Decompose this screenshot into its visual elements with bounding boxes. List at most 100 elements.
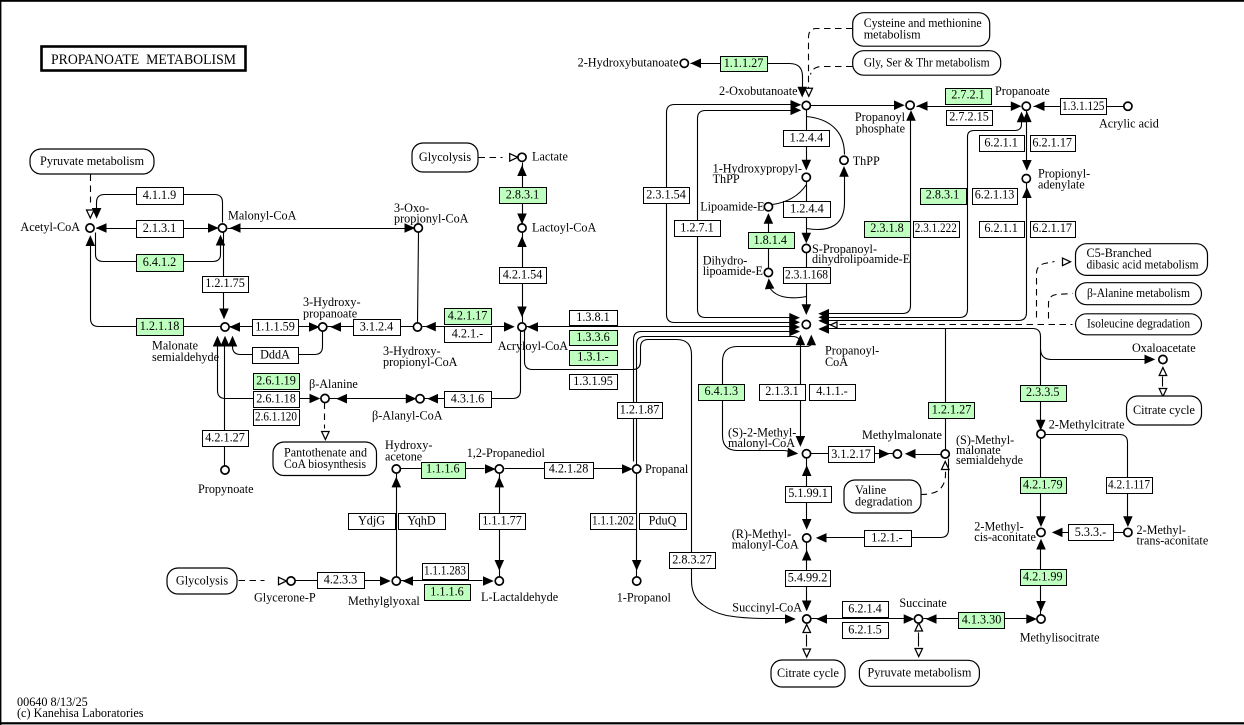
- svg-text:degradation: degradation: [855, 495, 913, 509]
- svg-text:4.2.1.99: 4.2.1.99: [1023, 569, 1063, 583]
- svg-text:Acrylic acid: Acrylic acid: [1099, 116, 1159, 130]
- svg-text:1.3.1.95: 1.3.1.95: [573, 374, 613, 388]
- svg-text:3-Hydroxy-: 3-Hydroxy-: [303, 295, 361, 309]
- svg-text:propanoate: propanoate: [303, 306, 357, 320]
- svg-text:cis-aconitate: cis-aconitate: [974, 530, 1036, 544]
- svg-text:6.2.1.4: 6.2.1.4: [848, 601, 882, 615]
- svg-text:1.2.1.27: 1.2.1.27: [932, 402, 972, 416]
- svg-text:β-Alanyl-CoA: β-Alanyl-CoA: [372, 408, 443, 422]
- svg-text:Malonyl-CoA: Malonyl-CoA: [228, 208, 297, 222]
- svg-text:Glycolysis: Glycolysis: [176, 573, 228, 587]
- svg-text:1.1.1.6: 1.1.1.6: [430, 585, 464, 599]
- svg-text:DddA: DddA: [260, 347, 290, 361]
- svg-text:2.3.1.222: 2.3.1.222: [915, 221, 957, 235]
- svg-text:Acetyl-CoA: Acetyl-CoA: [20, 220, 80, 234]
- svg-text:1.1.1.27: 1.1.1.27: [724, 56, 764, 70]
- svg-text:C5-Branched: C5-Branched: [1087, 246, 1152, 260]
- svg-text:2.3.1.168: 2.3.1.168: [785, 267, 828, 281]
- svg-text:Pyruvate metabolism: Pyruvate metabolism: [40, 154, 145, 168]
- svg-text:CoA: CoA: [825, 355, 848, 369]
- svg-text:4.2.1.117: 4.2.1.117: [1108, 477, 1150, 491]
- svg-text:6.2.1.1: 6.2.1.1: [984, 135, 1018, 149]
- svg-text:2.8.3.27: 2.8.3.27: [672, 552, 712, 566]
- svg-text:1.2.1.87: 1.2.1.87: [620, 402, 660, 416]
- svg-text:2-Methylcitrate: 2-Methylcitrate: [1049, 417, 1125, 431]
- svg-text:Citrate cycle: Citrate cycle: [777, 666, 839, 680]
- svg-text:6.2.1.1: 6.2.1.1: [984, 221, 1018, 235]
- svg-text:1.8.1.4: 1.8.1.4: [753, 233, 787, 247]
- svg-text:Cysteine and methionine: Cysteine and methionine: [864, 16, 982, 30]
- svg-text:2.8.3.1: 2.8.3.1: [506, 187, 540, 201]
- svg-text:2.3.1.54: 2.3.1.54: [646, 187, 686, 201]
- svg-text:acetone: acetone: [385, 449, 422, 463]
- svg-text:CoA biosynthesis: CoA biosynthesis: [284, 457, 366, 471]
- svg-text:1.1.1.77: 1.1.1.77: [482, 513, 522, 527]
- svg-text:4.1.1.9: 4.1.1.9: [143, 188, 177, 202]
- svg-text:4.2.1.54: 4.2.1.54: [503, 267, 543, 281]
- svg-text:6.4.1.3: 6.4.1.3: [705, 384, 739, 398]
- svg-text:1.1.1.283: 1.1.1.283: [424, 563, 466, 577]
- svg-text:1.3.1.125: 1.3.1.125: [1062, 99, 1105, 113]
- svg-text:Methylglyoxal: Methylglyoxal: [348, 594, 420, 608]
- svg-text:2.6.1.120: 2.6.1.120: [255, 409, 297, 423]
- svg-text:1.1.1.59: 1.1.1.59: [255, 319, 295, 333]
- svg-text:6.4.1.2: 6.4.1.2: [143, 255, 177, 269]
- svg-text:Hydroxy-: Hydroxy-: [385, 438, 432, 452]
- svg-text:2.6.1.19: 2.6.1.19: [256, 373, 296, 387]
- svg-text:Propionyl-: Propionyl-: [1038, 166, 1090, 180]
- svg-text:Propanoate: Propanoate: [995, 84, 1050, 98]
- svg-text:1-Hydroxypropyl-: 1-Hydroxypropyl-: [713, 161, 802, 175]
- svg-text:Succinate: Succinate: [899, 596, 946, 610]
- svg-text:1.2.4.4: 1.2.4.4: [790, 201, 824, 215]
- svg-text:4.1.3.30: 4.1.3.30: [962, 613, 1002, 627]
- svg-text:trans-aconitate: trans-aconitate: [1137, 533, 1209, 547]
- svg-text:(R)-Methyl-: (R)-Methyl-: [732, 527, 792, 541]
- svg-text:2-Methyl-: 2-Methyl-: [1137, 523, 1186, 537]
- svg-text:4.2.1.27: 4.2.1.27: [205, 430, 245, 444]
- svg-text:4.2.3.3: 4.2.3.3: [324, 572, 358, 586]
- svg-text:Pantothenate and: Pantothenate and: [284, 445, 367, 459]
- svg-text:Pyruvate metabolism: Pyruvate metabolism: [867, 666, 972, 680]
- svg-text:2.7.2.15: 2.7.2.15: [949, 109, 989, 123]
- svg-text:Oxaloacetate: Oxaloacetate: [1132, 341, 1196, 355]
- svg-text:2.8.3.1: 2.8.3.1: [926, 188, 960, 202]
- svg-text:ThPP: ThPP: [853, 154, 880, 168]
- svg-text:Methylmalonate: Methylmalonate: [862, 428, 942, 442]
- svg-text:2.3.1.8: 2.3.1.8: [870, 221, 904, 235]
- svg-text:Succinyl-CoA: Succinyl-CoA: [732, 600, 802, 614]
- svg-text:1.1.1.202: 1.1.1.202: [592, 513, 634, 527]
- svg-text:3.1.2.4: 3.1.2.4: [360, 319, 394, 333]
- svg-text:Malonate: Malonate: [152, 338, 198, 352]
- svg-text:5.4.99.2: 5.4.99.2: [788, 570, 828, 584]
- svg-text:2-Methyl-: 2-Methyl-: [974, 519, 1023, 533]
- svg-text:6.2.1.5: 6.2.1.5: [848, 622, 882, 636]
- svg-text:2.7.2.1: 2.7.2.1: [951, 88, 985, 102]
- svg-text:metabolism: metabolism: [864, 28, 921, 42]
- svg-text:(S)-2-Methyl-: (S)-2-Methyl-: [728, 425, 796, 439]
- svg-text:Isoleucine degradation: Isoleucine degradation: [1087, 317, 1190, 331]
- svg-text:2.1.3.1: 2.1.3.1: [765, 384, 799, 398]
- svg-text:Propanoyl: Propanoyl: [855, 110, 906, 124]
- svg-text:β-Alanine: β-Alanine: [309, 377, 358, 391]
- svg-text:malonate: malonate: [956, 443, 1001, 457]
- svg-text:propionyl-CoA: propionyl-CoA: [383, 355, 458, 369]
- svg-text:3-Hydroxy-: 3-Hydroxy-: [383, 344, 441, 358]
- svg-text:Lactate: Lactate: [532, 149, 568, 163]
- svg-text:1.2.1.75: 1.2.1.75: [205, 276, 245, 290]
- svg-text:(c) Kanehisa Laboratories: (c) Kanehisa Laboratories: [17, 706, 144, 720]
- svg-text:2-Hydroxybutanoate: 2-Hydroxybutanoate: [578, 55, 679, 69]
- svg-text:Valine: Valine: [855, 483, 886, 497]
- svg-text:PduQ: PduQ: [649, 513, 677, 527]
- svg-text:4.1.1.-: 4.1.1.-: [816, 384, 847, 398]
- svg-text:2.3.3.5: 2.3.3.5: [1026, 385, 1060, 399]
- svg-text:2.1.3.1: 2.1.3.1: [143, 221, 177, 235]
- svg-text:1.2.7.1: 1.2.7.1: [680, 221, 714, 235]
- svg-text:4.3.1.6: 4.3.1.6: [451, 391, 485, 405]
- svg-text:4.2.1.17: 4.2.1.17: [448, 309, 488, 323]
- svg-text:Propanal: Propanal: [645, 462, 689, 476]
- svg-text:ThPP: ThPP: [713, 172, 740, 186]
- svg-text:Propanoyl-: Propanoyl-: [825, 343, 879, 357]
- svg-text:Propynoate: Propynoate: [198, 482, 254, 496]
- svg-text:Citrate cycle: Citrate cycle: [1133, 403, 1195, 417]
- svg-text:YdjG: YdjG: [358, 513, 385, 527]
